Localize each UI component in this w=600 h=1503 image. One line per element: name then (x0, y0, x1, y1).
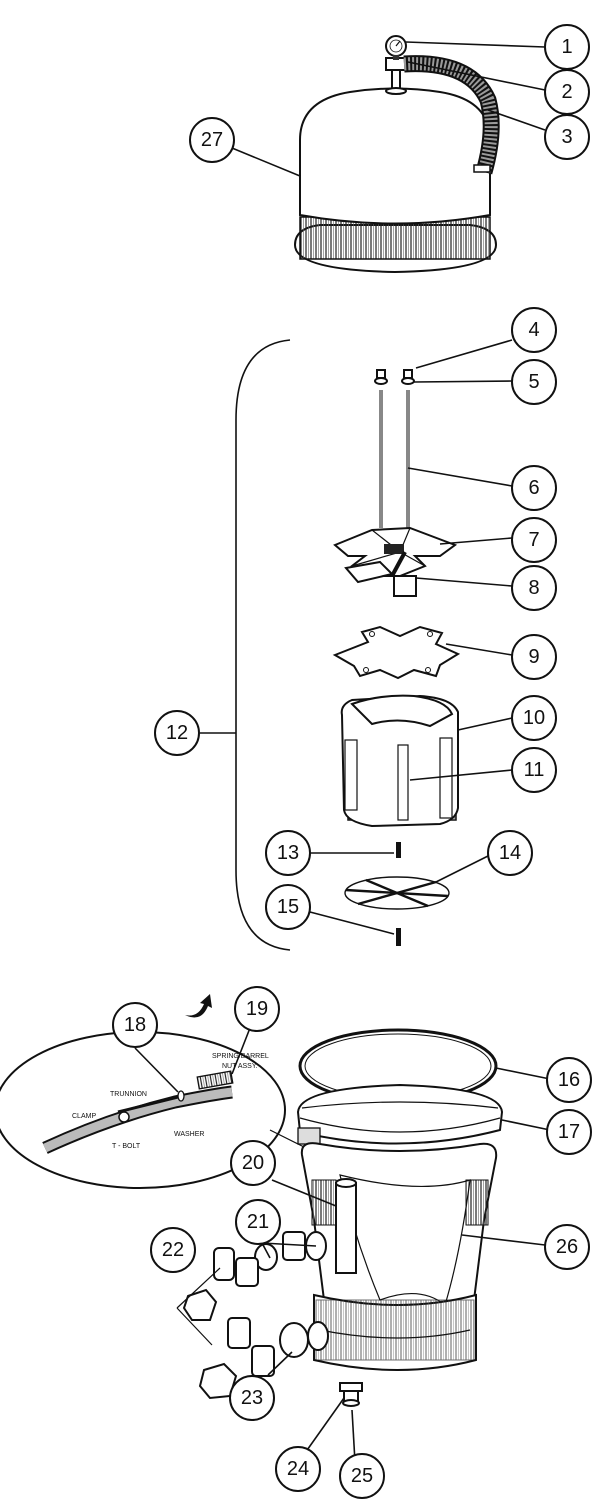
callout-14: 14 (487, 830, 533, 876)
callout-22: 22 (150, 1227, 196, 1273)
svg-text:27: 27 (201, 129, 223, 151)
callout-21: 21 (235, 1199, 281, 1245)
clamp-assembly-detail (42, 1085, 233, 1154)
inset-label-nut: NUT ASSY. (222, 1063, 258, 1070)
tank-body (300, 1142, 498, 1371)
inset-label-tbolt: T - BOLT (112, 1143, 141, 1150)
inset-label-washer: WASHER (174, 1131, 204, 1138)
callout-5: 5 (511, 359, 557, 405)
svg-text:20: 20 (242, 1152, 264, 1174)
callout-17: 17 (546, 1109, 592, 1155)
callout-15: 15 (265, 884, 311, 930)
inset-label-spring: SPRING/BARREL (212, 1053, 269, 1060)
svg-text:11: 11 (524, 759, 545, 781)
callout-23: 23 (229, 1375, 275, 1421)
svg-text:5: 5 (528, 371, 539, 393)
callout-18: 18 (112, 1002, 158, 1048)
manifold-stem (390, 551, 417, 597)
svg-text:23: 23 (241, 1387, 263, 1409)
svg-text:10: 10 (523, 707, 545, 729)
callout-13: 13 (265, 830, 311, 876)
callout-12: 12 (154, 710, 200, 756)
svg-text:3: 3 (561, 126, 572, 148)
filter-element (340, 694, 459, 828)
inlet-fittings-lower (227, 1317, 329, 1377)
inset-label-trunnion: TRUNNION (110, 1091, 147, 1098)
callout-26: 26 (544, 1224, 590, 1270)
svg-text:25: 25 (351, 1465, 373, 1487)
center-pipe (335, 1178, 357, 1274)
svg-text:6: 6 (528, 477, 539, 499)
callout-7: 7 (511, 517, 557, 563)
drain-assembly (339, 1382, 363, 1407)
air-relief-valve (385, 57, 407, 95)
tie-rods (379, 390, 410, 528)
relief-hose (403, 55, 500, 175)
callout-9: 9 (511, 634, 557, 680)
assembly-bracket (235, 339, 291, 951)
svg-text:13: 13 (277, 842, 299, 864)
svg-text:4: 4 (528, 319, 539, 341)
rod-nuts (376, 369, 413, 379)
svg-text:26: 26 (556, 1236, 578, 1258)
svg-text:14: 14 (499, 842, 521, 864)
svg-text:17: 17 (558, 1121, 580, 1143)
svg-text:16: 16 (558, 1069, 580, 1091)
bracket-22 (176, 1267, 221, 1346)
leader-lines (134, 41, 551, 1463)
callout-16: 16 (546, 1057, 592, 1103)
svg-text:8: 8 (528, 577, 539, 599)
svg-text:2: 2 (561, 81, 572, 103)
rod-washers (374, 377, 415, 385)
spring-barrel-nut (196, 1070, 234, 1090)
callout-8: 8 (511, 565, 557, 611)
svg-text:12: 12 (166, 722, 188, 744)
callout-24: 24 (275, 1446, 321, 1492)
callout-1: 1 (544, 24, 590, 70)
pressure-gauge (385, 35, 407, 60)
callout-3: 3 (544, 114, 590, 160)
svg-text:7: 7 (528, 529, 539, 551)
svg-text:15: 15 (277, 896, 299, 918)
callout-25: 25 (339, 1453, 385, 1499)
svg-text:19: 19 (246, 998, 268, 1020)
callout-6: 6 (511, 465, 557, 511)
callout-19: 19 (234, 986, 280, 1032)
inset-label-clamp: CLAMP (72, 1113, 96, 1120)
center-gasket-upper (396, 842, 401, 858)
callout-27: 27 (189, 117, 235, 163)
tank-clamp (296, 1083, 504, 1145)
manifold (333, 526, 458, 584)
svg-text:24: 24 (287, 1458, 309, 1480)
svg-text:21: 21 (247, 1211, 269, 1233)
svg-text:22: 22 (162, 1239, 184, 1261)
top-plate-holes (363, 631, 433, 673)
inlet-fittings-upper (213, 1231, 327, 1287)
callout-11: 11 (511, 747, 557, 793)
bottom-spreader (344, 876, 450, 910)
arrow-icon (185, 994, 212, 1018)
callout-4: 4 (511, 307, 557, 353)
callout-20: 20 (230, 1140, 276, 1186)
svg-text:1: 1 (561, 36, 572, 58)
center-gasket-lower (396, 928, 401, 946)
svg-text:9: 9 (528, 646, 539, 668)
svg-text:18: 18 (124, 1014, 146, 1036)
tank-lid (293, 87, 498, 274)
callout-10: 10 (511, 695, 557, 741)
top-plate (332, 625, 461, 680)
callout-2: 2 (544, 69, 590, 115)
